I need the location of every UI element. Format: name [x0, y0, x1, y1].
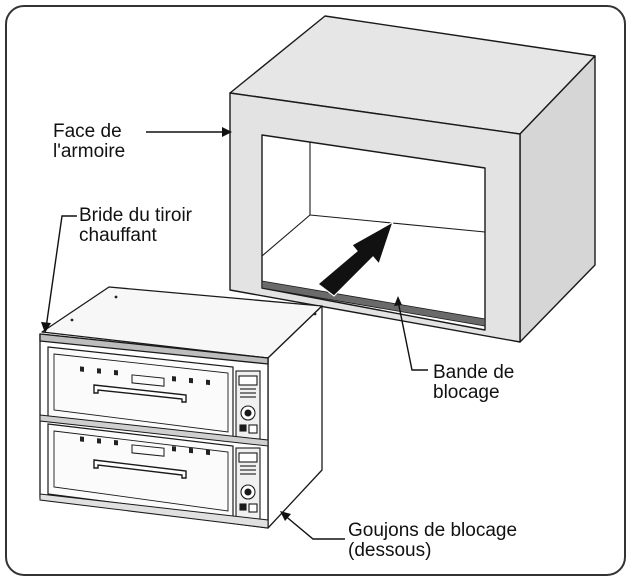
- callout-leaders: [45, 131, 428, 540]
- drawer-divider: [39, 414, 269, 447]
- callout-arrowheads: [41, 127, 402, 521]
- unit-screw: [70, 318, 74, 322]
- leader-drawer-flange: [45, 215, 77, 329]
- arrowhead-drawer-flange: [41, 322, 51, 333]
- label-drawer-flange: Bride du tiroir chauffant: [79, 205, 192, 246]
- unit-base: [39, 493, 269, 529]
- lower-control-panel: [235, 447, 261, 521]
- cabinet: [229, 15, 596, 343]
- upper-window: [131, 374, 165, 387]
- upper-vent-row: [80, 366, 210, 386]
- opening-floor-line: [261, 214, 311, 257]
- drawer-flange: [39, 333, 269, 365]
- leader-locking-strip: [397, 300, 428, 371]
- upper-drawer-inset: [53, 353, 229, 433]
- arrowhead-locking-studs: [280, 511, 291, 521]
- insert-arrow-icon: [317, 220, 395, 297]
- upper-handle-icon: [93, 384, 187, 403]
- label-cabinet-face: Face de l'armoire: [53, 121, 126, 162]
- leader-locking-studs: [282, 513, 345, 540]
- lower-window: [131, 444, 165, 457]
- label-locking-studs: Goujons de blocage (dessous): [348, 520, 518, 561]
- locking-strip: [261, 280, 486, 327]
- arrowhead-locking-strip: [394, 296, 402, 306]
- arrowhead-cabinet-face: [222, 127, 232, 137]
- unit-screw: [313, 312, 317, 316]
- unit-screw: [114, 295, 118, 299]
- label-locking-strip: Bande de blocage: [433, 362, 515, 403]
- lower-drawer-inset: [53, 430, 229, 512]
- lower-vent-row: [80, 436, 210, 456]
- upper-control-panel: [235, 370, 261, 440]
- lower-handle-icon: [93, 459, 187, 479]
